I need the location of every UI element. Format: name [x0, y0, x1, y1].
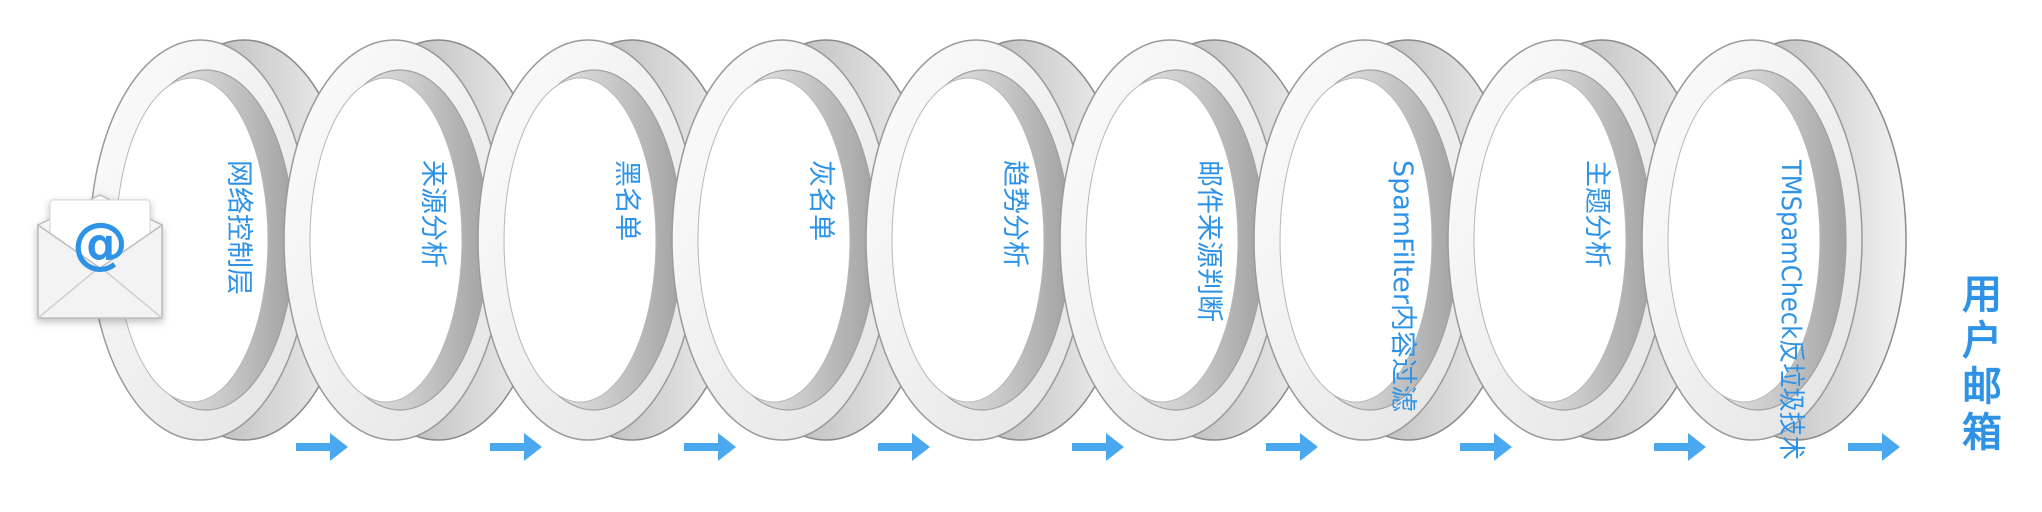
- destination-char: 户: [1962, 318, 2002, 364]
- stage-label: 网络控制层: [223, 160, 254, 295]
- destination-char: 用: [1962, 272, 2002, 318]
- stage-labels: 网络控制层 来源分析 黑名单 灰名单 趋势分析 邮件来源判断 SpamFilter内容过滤 主…: [223, 159, 1806, 460]
- flow-arrow: [878, 433, 930, 461]
- destination-char: 邮: [1962, 364, 2002, 410]
- stage-label: 来源分析: [417, 160, 448, 268]
- stage-label: 邮件来源判断: [1193, 160, 1224, 322]
- flow-arrow: [296, 433, 348, 461]
- envelope-at-icon: @: [37, 194, 163, 319]
- flow-arrow: [1848, 433, 1900, 461]
- flow-arrow: [1654, 433, 1706, 461]
- flow-arrow: [684, 433, 736, 461]
- flow-arrows: [296, 433, 1900, 461]
- flow-arrow: [1072, 433, 1124, 461]
- flow-arrow: [1266, 433, 1318, 461]
- stage-label: TMSpamCheck反垃圾技术: [1775, 159, 1806, 460]
- stage-ring: [1059, 39, 1325, 441]
- stage-label: 灰名单: [805, 160, 836, 241]
- flow-arrow: [1460, 433, 1512, 461]
- stage-ring: [1641, 39, 1907, 441]
- flow-arrow: [490, 433, 542, 461]
- destination-char: 箱: [1962, 410, 2002, 456]
- stage-label: 黑名单: [611, 160, 642, 241]
- destination-user-mailbox: 用户邮箱: [1958, 272, 2006, 456]
- stage-label: 主题分析: [1581, 160, 1612, 268]
- stage-rings: [89, 39, 1907, 441]
- stage-label: SpamFilter内容过滤: [1387, 160, 1418, 412]
- stage-label: 趋势分析: [999, 160, 1030, 268]
- at-symbol: @: [72, 211, 128, 276]
